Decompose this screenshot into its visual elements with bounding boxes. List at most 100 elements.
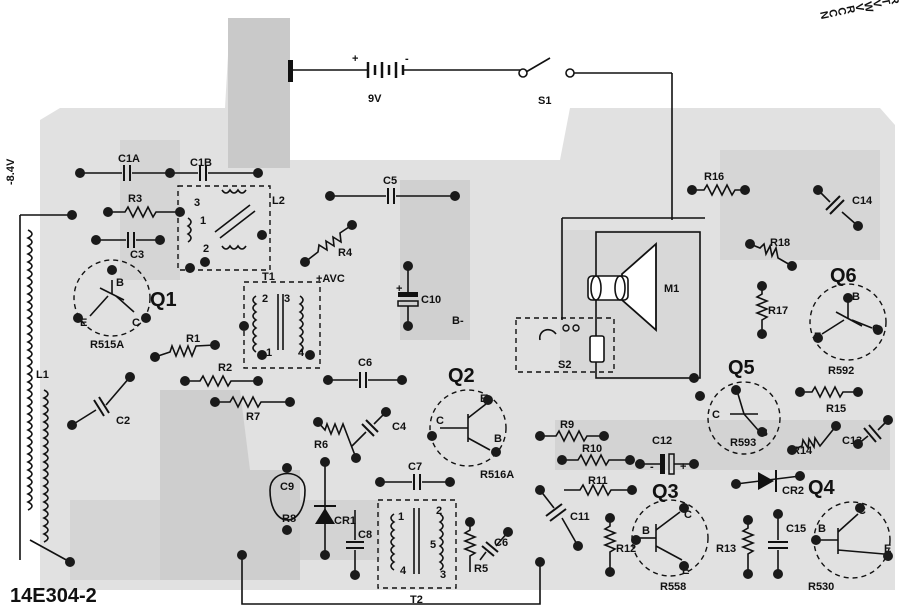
r17-resistor (754, 286, 770, 334)
q3-label: Q3 (652, 481, 679, 503)
r5-label: R5 (474, 563, 488, 575)
r3-resistor (108, 205, 180, 219)
c6-label: C6 (358, 357, 372, 369)
t2-label: T2 (410, 594, 423, 606)
r6-label: R6 (314, 439, 328, 451)
c13-label: C12 (652, 435, 672, 447)
q2-pin-c: C (436, 415, 444, 427)
r14-label: R14 (792, 445, 813, 457)
q1-pin-c: C (132, 317, 140, 329)
t2-pin-4: 4 (400, 565, 407, 577)
q1-label: Q1 (150, 289, 177, 311)
c13-minus: - (650, 461, 654, 473)
cr1-diode (314, 462, 336, 555)
c7-label: C6 (494, 537, 508, 549)
corner-text-8: R (887, 0, 900, 5)
r11-label: R11 (588, 475, 608, 487)
r1-resistor (154, 343, 216, 359)
q5-label: Q5 (728, 357, 755, 379)
q2-transistor (429, 389, 507, 467)
corner-text-7: T (879, 0, 892, 6)
t1-pin-3: 3 (284, 293, 290, 305)
c2-label: C2 (116, 415, 130, 427)
r13-resistor (740, 520, 756, 574)
corner-text-5: W (861, 1, 875, 14)
t1-pin-4: 4 (298, 347, 305, 359)
q1-pin-b: B (116, 277, 124, 289)
t1-pin-2: 2 (262, 293, 268, 305)
q3-pin-c: C (684, 509, 692, 521)
c15-label: C14 (852, 195, 873, 207)
solder-pads (65, 168, 893, 580)
avc-label: +AVC (316, 273, 345, 285)
t2-pin-2: 2 (436, 505, 442, 517)
c4-label: C5 (383, 175, 397, 187)
r1-label: R1 (186, 333, 200, 345)
jack-label: S2 (558, 359, 571, 371)
t2-pin-3: 3 (440, 569, 446, 581)
r4-resistor (304, 224, 353, 263)
r7-resistor (215, 395, 290, 409)
corner-text-2: C (835, 6, 848, 16)
battery-minus-label: - (405, 53, 409, 65)
t1-pin-1: 1 (266, 347, 272, 359)
q6-label: Q6 (830, 265, 857, 287)
r7-label: R7 (246, 411, 260, 423)
t2-pin-5: 5 (430, 539, 436, 551)
c3-label: C3 (130, 249, 144, 261)
corner-text-3: R (843, 5, 856, 15)
r12-label: R12 (616, 543, 636, 555)
corner-text-1: C (826, 8, 839, 18)
c11-plus: + (396, 283, 402, 295)
battery-circuit (288, 57, 673, 220)
c7-capacitor (479, 531, 509, 561)
r16-label: R16 (704, 171, 724, 183)
corner-text-6: V (870, 0, 883, 9)
cr2-label: CR2 (782, 485, 804, 497)
q1-transistor (73, 259, 151, 337)
r2-label: R2 (218, 362, 232, 374)
l2-label: L2 (272, 195, 285, 207)
cr2-diode (735, 470, 801, 492)
c8-label: C7 (408, 461, 422, 473)
q5-pin-c: C (712, 409, 720, 421)
q6-type: R592 (828, 365, 854, 377)
r8-c10-loop (269, 472, 306, 521)
l2-pin-1: 1 (200, 215, 206, 227)
r5-resistor (462, 522, 478, 572)
c11-label: C10 (421, 294, 441, 306)
r8-label: R8 (282, 513, 296, 525)
r9-resistor (540, 429, 604, 443)
c16-label: C15 (786, 523, 806, 535)
r14-resistor (791, 425, 837, 451)
c12-label: C11 (570, 511, 590, 523)
battery-plus-label: + (352, 53, 358, 65)
r2-resistor (185, 374, 258, 388)
bottom-jumper (241, 555, 541, 605)
corner-text-0: N (817, 10, 830, 20)
q6-transistor (809, 283, 887, 361)
q3-type: R558 (660, 581, 686, 593)
r12-resistor (602, 518, 618, 572)
q2-type: R516A (480, 469, 514, 481)
q5-type: R593 (730, 437, 756, 449)
c10-label: C9 (280, 481, 294, 493)
jack-s2 (515, 317, 615, 373)
c1b-label: C1B (190, 157, 212, 169)
r3-label: R3 (128, 193, 142, 205)
l1-label: L1 (36, 369, 49, 381)
corner-text: N C C R V W V T R I R (817, 0, 907, 20)
q5-transistor (707, 381, 781, 455)
c4-capacitor (330, 188, 455, 204)
speaker-label: M1 (664, 283, 679, 295)
switch-label: S1 (538, 95, 551, 107)
speaker-m1 (561, 217, 705, 379)
q4-label: Q4 (808, 477, 836, 499)
t2-box (377, 499, 457, 589)
q6-pin-b: B (852, 291, 860, 303)
voltage-note: -8.4V (5, 158, 17, 185)
coil-l1 (19, 214, 71, 563)
bminus-label: B- (452, 315, 464, 327)
part-number: 14E304-2 (10, 585, 97, 607)
corner-text-4: V (852, 3, 865, 13)
